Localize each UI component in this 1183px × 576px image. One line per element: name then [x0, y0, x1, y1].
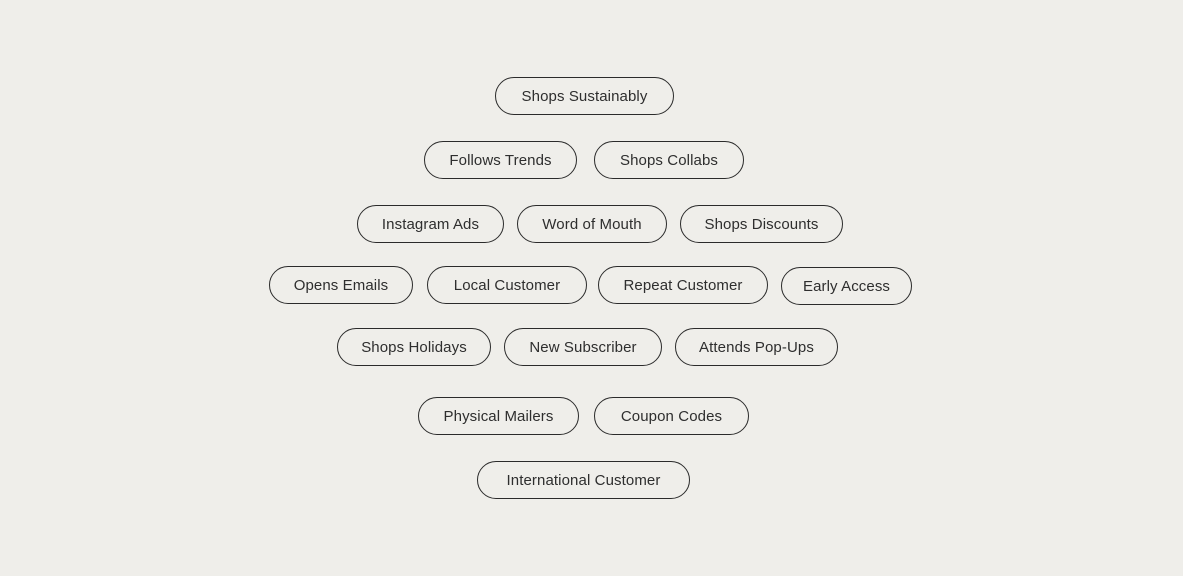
tag-opens-emails[interactable]: Opens Emails [269, 266, 413, 304]
tag-shops-holidays[interactable]: Shops Holidays [337, 328, 491, 366]
tag-physical-mailers[interactable]: Physical Mailers [418, 397, 579, 435]
tag-instagram-ads[interactable]: Instagram Ads [357, 205, 504, 243]
tag-shops-discounts[interactable]: Shops Discounts [680, 205, 843, 243]
tag-follows-trends[interactable]: Follows Trends [424, 141, 577, 179]
tag-international-customer[interactable]: International Customer [477, 461, 690, 499]
tag-attends-pop-ups[interactable]: Attends Pop-Ups [675, 328, 838, 366]
tag-shops-collabs[interactable]: Shops Collabs [594, 141, 744, 179]
tag-local-customer[interactable]: Local Customer [427, 266, 587, 304]
tag-shops-sustainably[interactable]: Shops Sustainably [495, 77, 674, 115]
tag-repeat-customer[interactable]: Repeat Customer [598, 266, 768, 304]
tag-coupon-codes[interactable]: Coupon Codes [594, 397, 749, 435]
tag-word-of-mouth[interactable]: Word of Mouth [517, 205, 667, 243]
tag-new-subscriber[interactable]: New Subscriber [504, 328, 662, 366]
tag-early-access[interactable]: Early Access [781, 267, 912, 305]
